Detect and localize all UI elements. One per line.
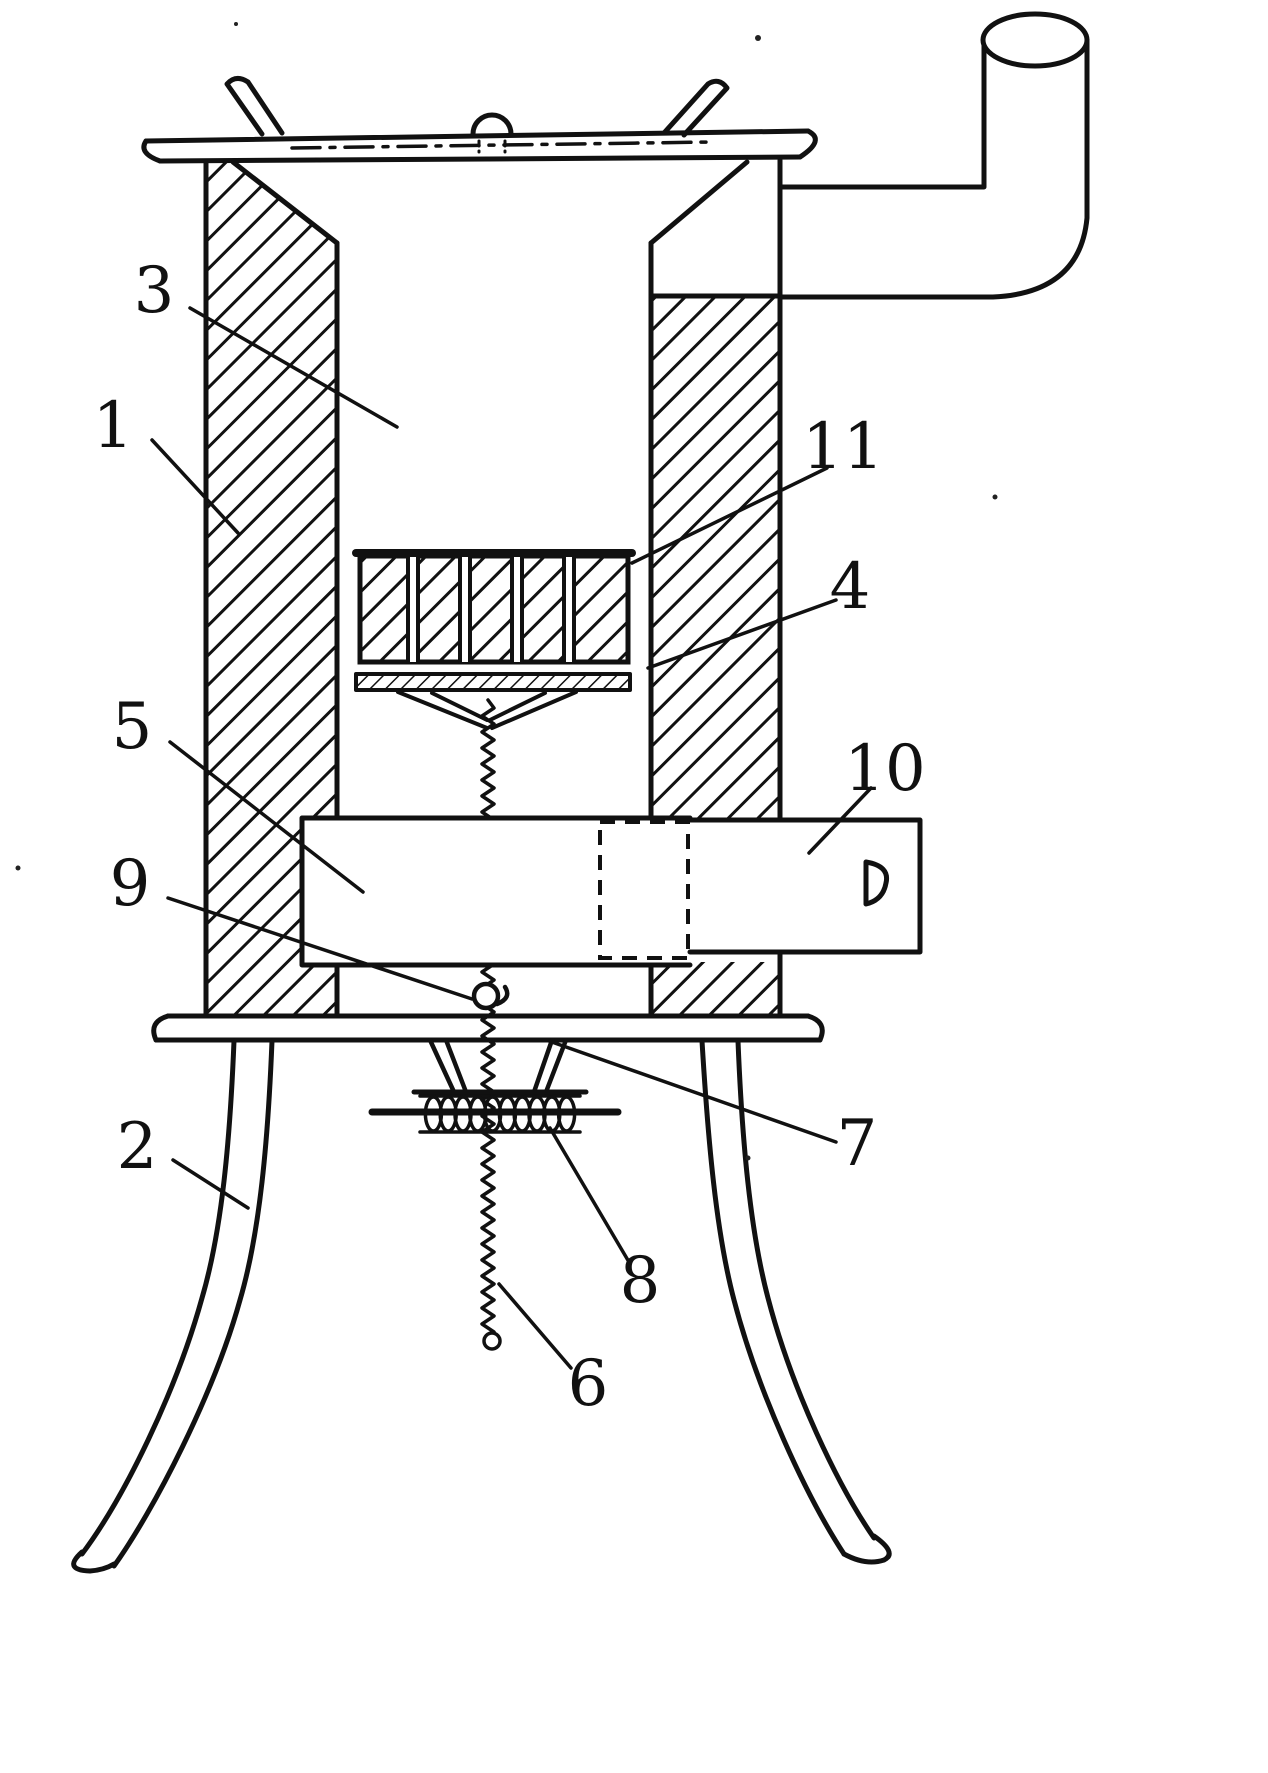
hanger-bracket-lines: [396, 690, 578, 730]
part-label-3: 3: [134, 254, 175, 328]
part-label-7: 7: [837, 1107, 878, 1181]
left-wall-hatch: [206, 163, 337, 1015]
grate-hatch: [360, 556, 628, 662]
base-plate-right-curl: [805, 1013, 825, 1043]
right-leg-inner: [699, 1038, 847, 1557]
pot-support-left: [224, 76, 285, 137]
grate-plate-lines: [354, 672, 632, 692]
speck: [15, 865, 21, 871]
leader-line-1: [150, 438, 240, 535]
firebox-hidden-rect: [598, 820, 690, 960]
grate-slot: [564, 556, 574, 662]
lid-knob: [470, 112, 514, 154]
part-label-6: 6: [568, 1347, 609, 1421]
hook-loop-tail: [494, 984, 510, 1007]
grate-slots: [406, 554, 576, 664]
spring-coil: [368, 1094, 622, 1134]
leader-line-11: [630, 466, 829, 565]
leader-line-4: [646, 598, 838, 670]
drawer-handle: [863, 859, 890, 907]
right-leg-outer: [735, 1038, 877, 1541]
left-leg-outer: [79, 1038, 237, 1557]
hook-loop-ring: [471, 981, 501, 1011]
right-wall-inner-slant: [648, 159, 750, 246]
firebox-fill: [302, 818, 690, 965]
firebox-door: [299, 815, 693, 968]
part-label-5: 5: [112, 690, 153, 764]
grate-plate-hatch: [358, 674, 628, 690]
pot-support-right-lines: [661, 78, 730, 138]
drawer-fill: [690, 820, 920, 952]
base-plate: [151, 1013, 825, 1043]
base-plate-left-curl: [151, 1013, 171, 1043]
leader-line-10: [807, 786, 873, 855]
top-plate-top-edge: [143, 128, 811, 144]
part-label-8: 8: [620, 1244, 661, 1318]
leader-line-2: [171, 1158, 250, 1210]
grate-block: [352, 549, 636, 665]
part-label-1: 1: [93, 389, 134, 463]
right-foot: [841, 1533, 892, 1565]
right-wall-hatch-upper: [651, 296, 780, 820]
top-plate-left-curl: [141, 138, 163, 164]
drawer-outline: [687, 817, 923, 955]
lid-knob-arc: [470, 112, 514, 137]
part-labels: 1 2 3 4 5 6 7 8 9 10 11: [93, 254, 926, 1421]
leader-line-8: [548, 1126, 631, 1264]
leader-line-6: [497, 1282, 573, 1370]
right-leg: [699, 1038, 892, 1565]
part-label-2: 2: [117, 1110, 158, 1184]
speck: [755, 35, 761, 41]
leader-line-9: [166, 896, 474, 1001]
speck: [992, 494, 998, 500]
speck: [234, 22, 238, 26]
hanger-bracket: [396, 690, 578, 730]
grate-slot-lines: [406, 554, 576, 664]
grate-slot: [408, 556, 418, 662]
part-label-9: 9: [110, 847, 151, 921]
left-leg: [71, 1038, 275, 1574]
chimney-duct-top: [777, 41, 987, 190]
chimney-duct-bottom: [777, 37, 1090, 300]
ash-drawer: [687, 817, 923, 955]
top-plate-bottom-edge: [157, 154, 803, 164]
chimney-opening: [980, 11, 1090, 69]
scan-specks: [15, 22, 998, 1161]
leader-line-7: [547, 1039, 838, 1144]
part-label-4: 4: [830, 550, 871, 624]
chimney-pipe: [777, 11, 1090, 300]
ash-funnel: [411, 1037, 589, 1095]
rod-hook: [482, 1331, 502, 1351]
ash-funnel-lines: [427, 1037, 569, 1095]
top-plate-right-curl: [797, 128, 818, 160]
grate-slot: [512, 556, 522, 662]
leader-lines: [150, 306, 873, 1370]
lid-knob-ticks: [477, 139, 507, 154]
grate-slot: [460, 556, 470, 662]
left-wall-inner-slant: [230, 159, 340, 246]
leader-line-3: [188, 306, 399, 429]
leader-line-5: [168, 740, 365, 894]
left-foot: [71, 1549, 117, 1574]
top-plate: [141, 128, 818, 164]
hook-loop: [471, 981, 510, 1011]
part-label-11: 11: [802, 410, 883, 484]
left-leg-inner: [111, 1038, 275, 1569]
pot-support-right: [661, 78, 730, 138]
pot-support-left-lines: [224, 76, 285, 137]
part-label-10: 10: [844, 732, 925, 806]
right-wall-hatch-lower: [651, 962, 780, 1015]
grate-plate: [354, 672, 632, 692]
center-axis-line: [290, 140, 714, 150]
speck: [745, 1155, 751, 1161]
